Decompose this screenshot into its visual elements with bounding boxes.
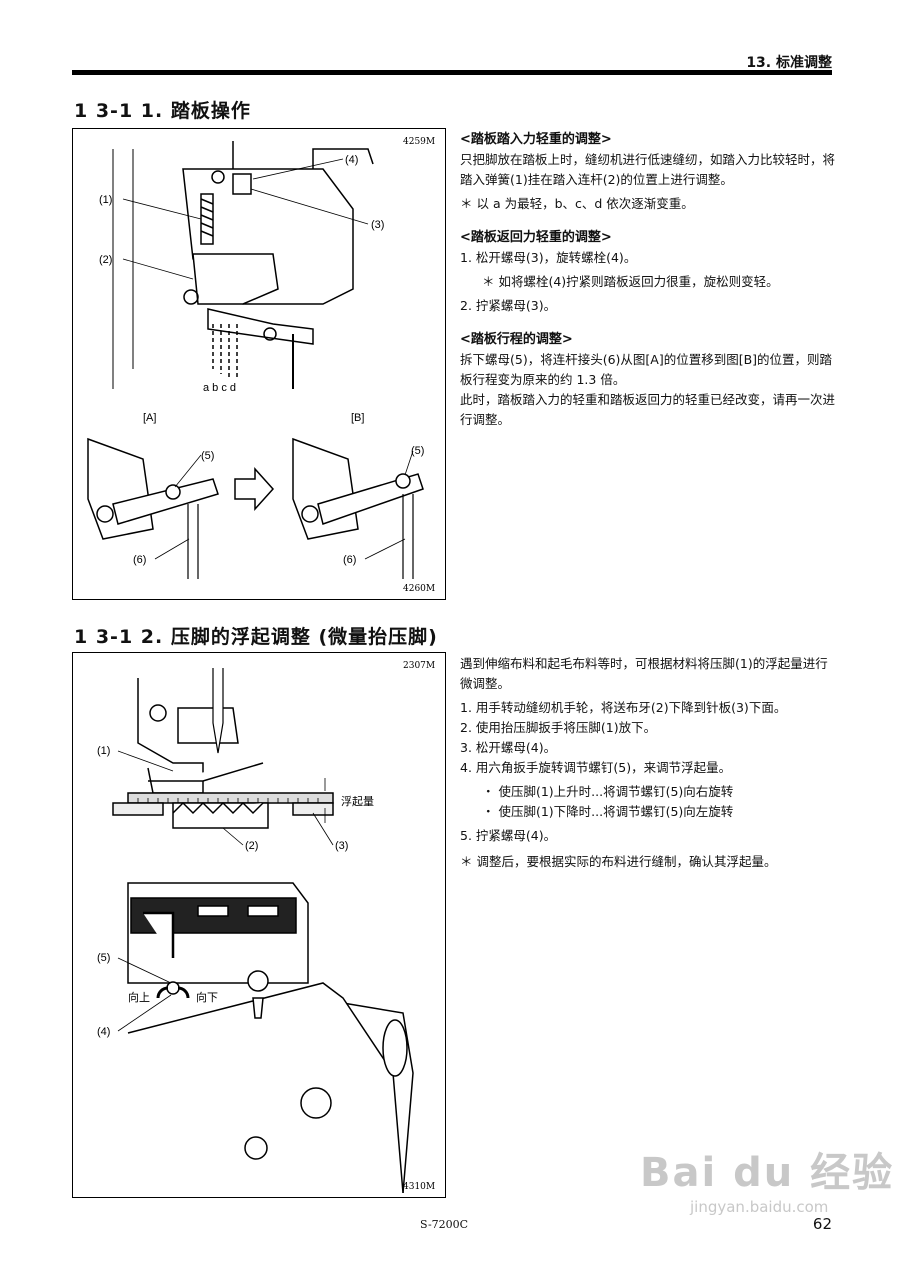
step: 3. 松开螺母(4)。 — [460, 740, 557, 755]
label-foot-1: (1) — [97, 745, 110, 757]
step: 2. 使用抬压脚扳手将压脚(1)放下。 — [460, 720, 657, 735]
label-joint-6-b: (6) — [343, 554, 356, 566]
label-nut-5-b: (5) — [411, 445, 424, 457]
move-arrow-icon — [234, 467, 275, 511]
figure-code-top: 2307M — [403, 661, 435, 671]
label-feed-dog-2: (2) — [245, 840, 258, 852]
header-rule — [72, 70, 832, 75]
float-amount-label: 浮起量 — [341, 795, 374, 808]
label-spring-1: (1) — [99, 194, 112, 206]
paragraph: 遇到伸缩布料和起毛布料等时，可根据材料将压脚(1)的浮起量进行微调整。 — [460, 656, 828, 691]
step: 1. 用手转动缝纫机手轮，将送布牙(2)下降到针板(3)下面。 — [460, 700, 787, 715]
step: 4. 用六角扳手旋转调节螺钉(5)，来调节浮起量。 — [460, 760, 732, 775]
watermark-url: jingyan.baidu.com — [690, 1198, 829, 1216]
section-title-13-11: 1 3-1 1. 踏板操作 — [74, 100, 251, 122]
section-title-13-12: 1 3-1 2. 压脚的浮起调整 (微量抬压脚) — [74, 626, 438, 648]
figure-code-bottom: 4260M — [403, 584, 435, 594]
label-joint-6-a: (6) — [133, 554, 146, 566]
view-b-drawing — [292, 437, 424, 579]
pedal-figure: 4259M 4260M a b c d (1) (2) (3) — [72, 128, 446, 600]
rotate-left-icon — [156, 986, 169, 999]
step: 1. 松开螺母(3)，旋转螺栓(4)。 — [460, 250, 637, 265]
pedal-text: <踏板踏入力轻重的调整> 只把脚放在踏板上时，缝纫机进行低速缝纫，如踏入力比较轻… — [460, 130, 835, 430]
footer-model: S-7200C — [420, 1218, 469, 1231]
label-nut-3: (3) — [371, 219, 384, 231]
view-a-drawing — [87, 437, 219, 579]
paragraph: 此时，踏板踏入力的轻重和踏板返回力的轻重已经改变，请再一次进行调整。 — [460, 392, 836, 427]
label-view-b: [B] — [351, 412, 364, 424]
step: 2. 拧紧螺母(3)。 — [460, 298, 557, 313]
direction-up-label: 向上 — [128, 990, 150, 1004]
rotate-right-icon — [177, 986, 190, 999]
label-bolt-4: (4) — [345, 154, 358, 166]
presser-foot-drawing — [112, 668, 334, 829]
label-needle-plate-3: (3) — [335, 840, 348, 852]
presser-foot-figure: 2307M 4310M 浮起量 (1) (2) (3) — [72, 652, 446, 1198]
figure-code-top: 4259M — [403, 137, 435, 147]
presser-foot-text: 遇到伸缩布料和起毛布料等时，可根据材料将压脚(1)的浮起量进行微调整。 1. 用… — [460, 654, 835, 872]
bullet: ・ 使压脚(1)上升时...将调节螺钉(5)向右旋转 — [482, 784, 734, 799]
bullet: ・ 使压脚(1)下降时...将调节螺钉(5)向左旋转 — [482, 804, 734, 819]
hook-positions-label: a b c d — [203, 382, 236, 394]
paragraph: 拆下螺母(5)，将连杆接头(6)从图[A]的位置移到图[B]的位置，则踏板行程变… — [460, 352, 833, 387]
pedal-mechanism-drawing — [112, 141, 374, 389]
figure-code-bottom: 4310M — [403, 1182, 435, 1192]
label-nut-5-a: (5) — [201, 450, 214, 462]
subheading: <踏板行程的调整> — [460, 332, 573, 347]
note: ＊ 以 a 为最轻，b、c、d 依次逐渐变重。 — [460, 196, 694, 211]
direction-down-label: 向下 — [196, 990, 218, 1004]
subheading: <踏板返回力轻重的调整> — [460, 230, 612, 245]
label-link-2: (2) — [99, 254, 112, 266]
machine-head-drawing — [127, 882, 414, 1194]
step: 5. 拧紧螺母(4)。 — [460, 828, 557, 843]
subheading: <踏板踏入力轻重的调整> — [460, 132, 612, 147]
note: ＊ 调整后，要根据实际的布料进行缝制，确认其浮起量。 — [460, 854, 777, 869]
label-nut-4: (4) — [97, 1026, 110, 1038]
paragraph: 只把脚放在踏板上时，缝纫机进行低速缝纫，如踏入力比较轻时，将踏入弹簧(1)挂在踏… — [460, 152, 836, 187]
watermark-logo: Bai du 经验 — [640, 1150, 895, 1196]
label-view-a: [A] — [143, 412, 156, 424]
label-screw-5: (5) — [97, 952, 110, 964]
chapter-header: 13. 标准调整 — [746, 55, 832, 71]
note: ＊ 如将螺栓(4)拧紧则踏板返回力很重，旋松则变轻。 — [482, 274, 779, 289]
page-number: 62 — [812, 1215, 832, 1233]
